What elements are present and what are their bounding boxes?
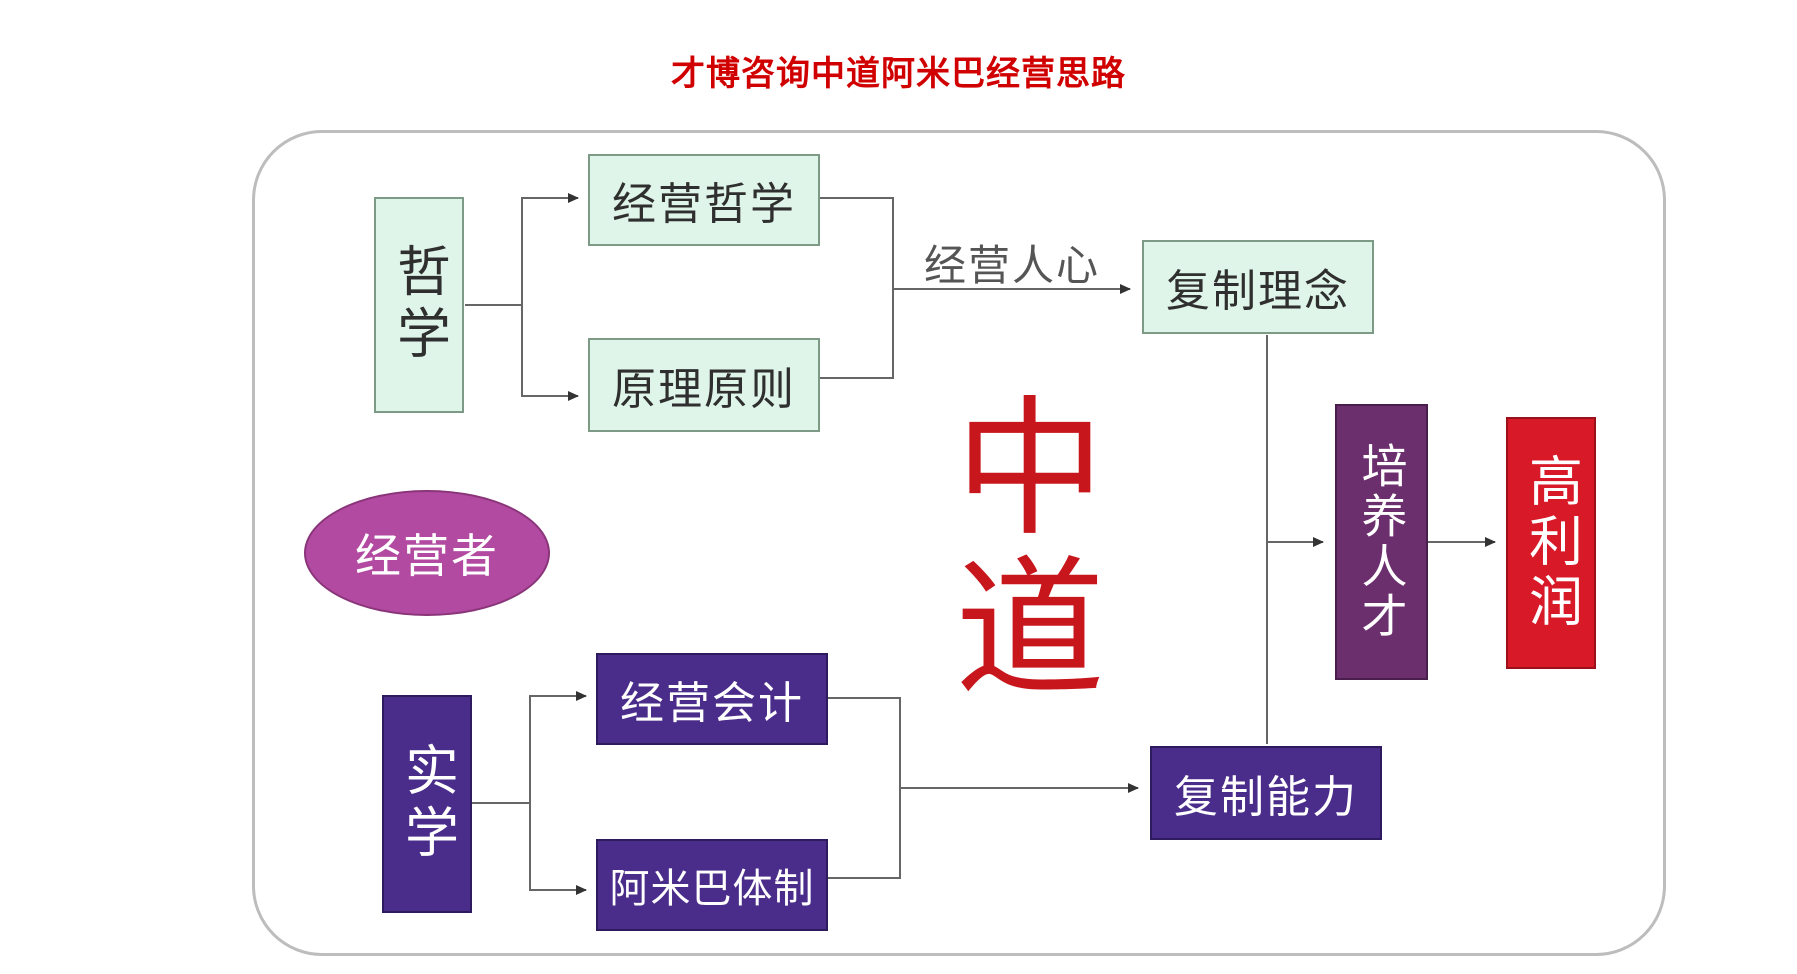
high-profit-box: 高利润 [1506, 417, 1596, 669]
philosophy-box: 哲学 [374, 197, 464, 413]
management-philosophy-box: 经营哲学 [588, 154, 820, 246]
center-text: 中道 [955, 383, 1106, 717]
amoeba-system-box: 阿米巴体制 [596, 839, 828, 931]
management-accounting-box: 经营会计 [596, 653, 828, 745]
operator-oval: 经营者 [304, 490, 550, 616]
practice-box: 实学 [382, 695, 472, 913]
principles-box: 原理原则 [588, 338, 820, 432]
diagram-title: 才博咨询中道阿米巴经营思路 [671, 54, 1126, 94]
copy-concept-box: 复制理念 [1142, 240, 1374, 334]
edge-label: 经营人心 [924, 241, 1101, 290]
copy-capability-box: 复制能力 [1150, 746, 1382, 840]
cultivate-talent-box: 培养人才 [1335, 404, 1428, 680]
